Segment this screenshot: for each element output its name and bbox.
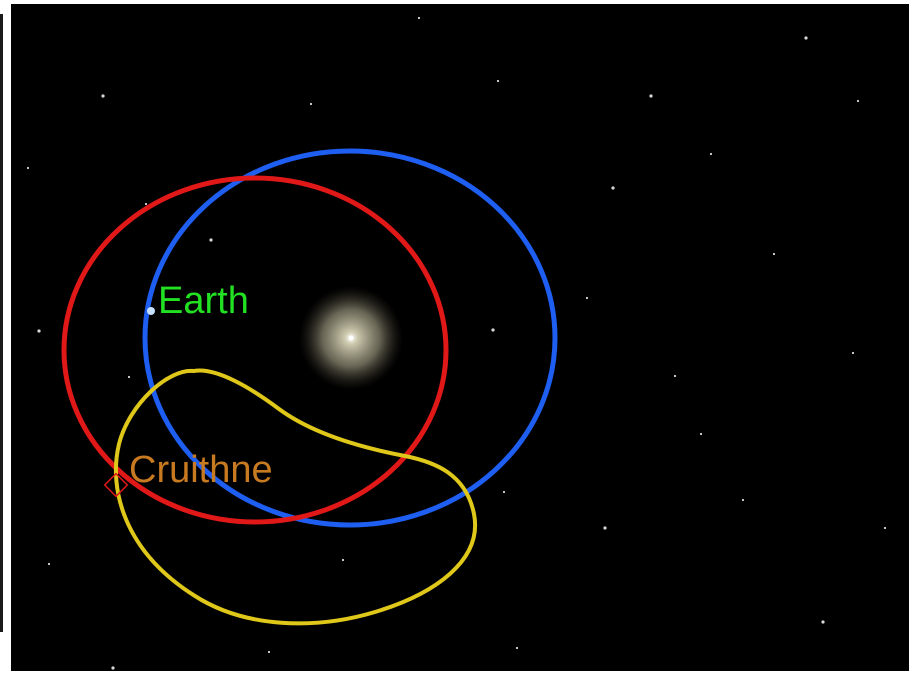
star bbox=[673, 374, 677, 378]
star bbox=[611, 186, 615, 190]
star bbox=[496, 79, 500, 83]
star bbox=[585, 296, 589, 300]
star bbox=[309, 102, 313, 106]
star bbox=[101, 94, 105, 98]
star bbox=[267, 650, 271, 654]
star bbox=[111, 666, 115, 670]
left-border-line bbox=[0, 14, 3, 632]
space-background: Earth Cruithne bbox=[11, 4, 909, 671]
star bbox=[144, 202, 148, 206]
cruithne-orbit bbox=[61, 175, 449, 525]
star bbox=[804, 36, 808, 40]
star bbox=[709, 152, 713, 156]
star bbox=[649, 94, 653, 98]
cruithne-diamond-icon bbox=[103, 472, 129, 498]
star bbox=[26, 166, 30, 170]
star bbox=[856, 99, 860, 103]
star bbox=[603, 526, 607, 530]
star bbox=[821, 620, 825, 624]
star bbox=[491, 328, 495, 332]
star bbox=[502, 490, 506, 494]
star bbox=[47, 562, 51, 566]
star-field bbox=[26, 16, 887, 670]
earth-orbit bbox=[142, 148, 558, 528]
star bbox=[209, 238, 213, 242]
horseshoe-path bbox=[114, 368, 478, 626]
star bbox=[699, 432, 703, 436]
star bbox=[772, 252, 776, 256]
earth-label: Earth bbox=[158, 280, 249, 322]
star bbox=[341, 558, 345, 562]
star bbox=[741, 498, 745, 502]
star bbox=[37, 329, 41, 333]
star bbox=[127, 375, 131, 379]
star bbox=[883, 526, 887, 530]
star bbox=[417, 16, 421, 20]
earth-dot-icon bbox=[147, 307, 155, 315]
star bbox=[851, 351, 855, 355]
sun-core bbox=[348, 335, 354, 341]
star bbox=[515, 646, 519, 650]
cruithne-label: Cruithne bbox=[129, 449, 273, 491]
orbit-diagram: Earth Cruithne bbox=[26, 16, 887, 670]
